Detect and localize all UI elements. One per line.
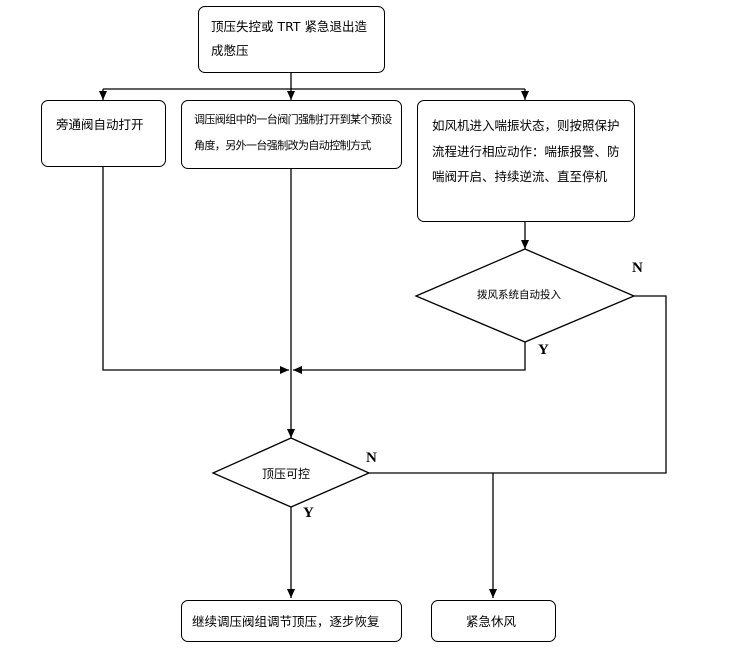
decision-top-diamond: [211, 437, 371, 508]
bypass-box: 旁通阀自动打开: [41, 100, 166, 167]
connector-bypass-merge: [102, 166, 289, 374]
emergency-box: 紧急休风: [431, 600, 556, 642]
connector-dial-no: [369, 295, 667, 474]
regulator-box: 调压阀组中的一台阀门强制打开到某个预设角度，另外一台强制改为自动控制方式: [181, 100, 402, 169]
top-yes-label: Y: [303, 505, 314, 521]
decision-dial-text: 拨风系统自动投入: [477, 289, 561, 301]
dial-yes-label: Y: [538, 342, 549, 358]
emergency-text: 紧急休风: [466, 614, 517, 629]
fan-text: 如风机进入喘振状态，则按照保护流程进行相应动作：喘振报警、防喘阀开启、持续逆流、…: [432, 118, 620, 185]
continue-text: 继续调压阀组调节顶压，逐步恢复: [192, 614, 380, 629]
connector-dial-yes: [293, 342, 526, 374]
start-box: 顶压失控或 TRT 紧急退出造成憋压: [198, 6, 385, 73]
start-text: 顶压失控或 TRT 紧急退出造成憋压: [211, 19, 367, 58]
bypass-text: 旁通阀自动打开: [56, 117, 144, 132]
top-no-label: N: [366, 450, 377, 466]
dial-no-label: N: [632, 260, 643, 276]
decision-top-text: 顶压可控: [262, 467, 311, 481]
continue-box: 继续调压阀组调节顶压，逐步恢复: [181, 600, 402, 642]
regulator-text: 调压阀组中的一台阀门强制打开到某个预设角度，另外一台强制改为自动控制方式: [194, 113, 392, 153]
decision-dial-diamond: [414, 248, 636, 343]
fan-box: 如风机进入喘振状态，则按照保护流程进行相应动作：喘振报警、防喘阀开启、持续逆流、…: [417, 100, 635, 222]
